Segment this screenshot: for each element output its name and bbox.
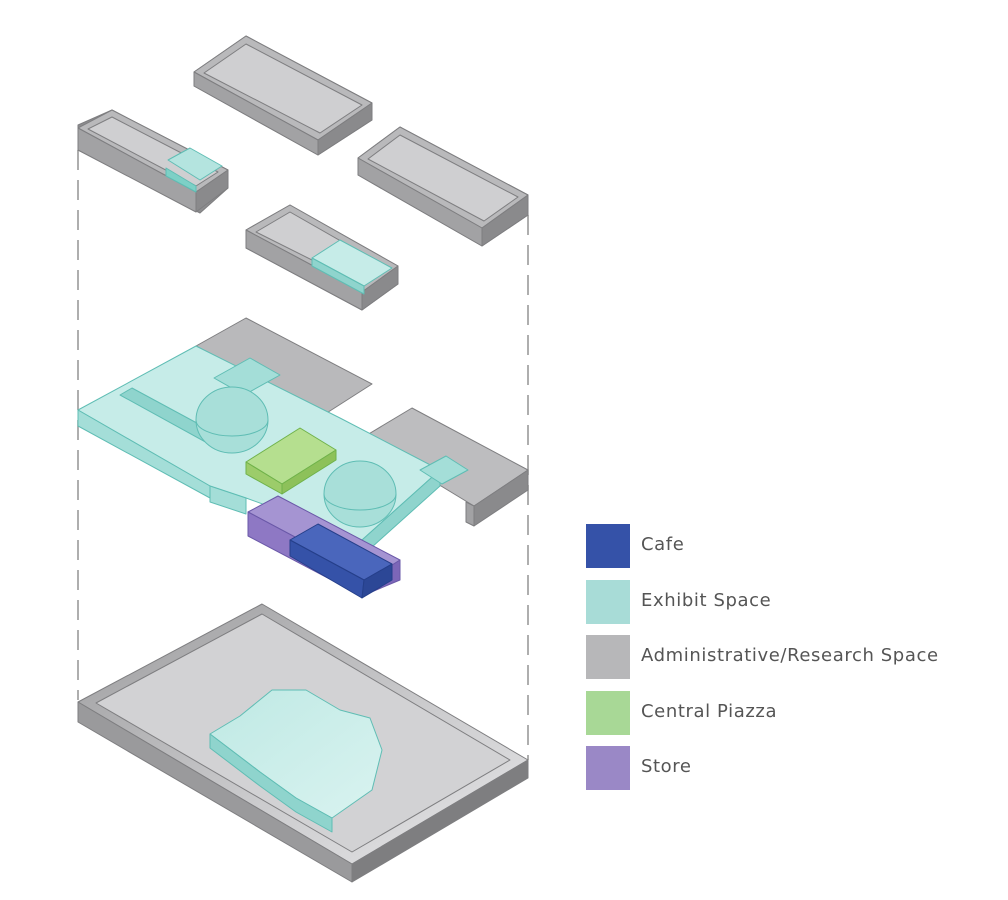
legend-swatch-cafe xyxy=(586,524,630,568)
legend-label-central-piazza: Central Piazza xyxy=(641,700,778,722)
exhibit-dome-right xyxy=(323,460,397,528)
legend-item-cafe: Cafe xyxy=(586,524,996,568)
middle-level xyxy=(77,317,529,599)
legend-item-exhibit-space: Exhibit Space xyxy=(586,579,996,624)
legend-item-administrative-research-space: Administrative/Research Space xyxy=(586,635,996,679)
upper-level xyxy=(77,35,529,311)
legend-swatch-administrative-research-space xyxy=(586,635,630,679)
middle-exhibit xyxy=(77,345,469,557)
middle-cafe xyxy=(289,523,393,599)
upper-block-2 xyxy=(77,109,229,214)
legend-item-central-piazza: Central Piazza xyxy=(586,690,996,735)
upper-block-4 xyxy=(245,204,399,311)
upper-block-1 xyxy=(193,35,373,156)
legend-swatch-store xyxy=(586,746,630,790)
lower-exhibit-well xyxy=(209,689,383,833)
legend-label-exhibit-space: Exhibit Space xyxy=(641,589,772,611)
legend-label-store: Store xyxy=(641,756,692,777)
legend: Cafe Exhibit Space Administrative/Resear… xyxy=(586,524,996,802)
middle-central-piazza xyxy=(245,427,337,495)
legend-label-cafe: Cafe xyxy=(641,534,685,555)
upper-block-3 xyxy=(357,126,529,247)
exhibit-dome-left xyxy=(195,386,269,454)
lower-level xyxy=(77,603,529,883)
legend-swatch-exhibit-space xyxy=(586,579,630,624)
legend-label-administrative-research-space: Administrative/Research Space xyxy=(641,645,939,666)
legend-swatch-central-piazza xyxy=(586,690,630,735)
legend-item-store: Store xyxy=(586,746,996,790)
